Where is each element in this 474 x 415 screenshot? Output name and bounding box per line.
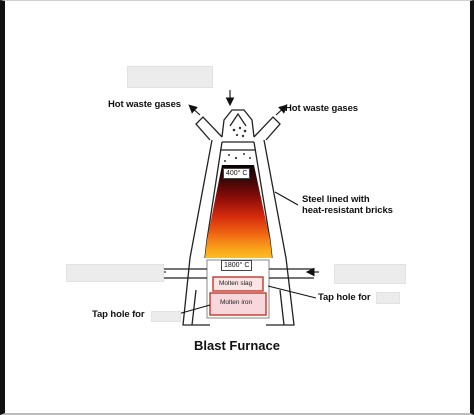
tap-hole-right-label: Tap hole for: [318, 292, 371, 303]
temperature-bottom-label: 1800° C: [221, 260, 253, 271]
molten-iron-label: Molten iron: [220, 299, 253, 306]
diagram-title: Blast Furnace: [194, 338, 280, 353]
waste-gas-right-label: Hot waste gases: [285, 103, 358, 114]
temperature-top-label: 400° C: [223, 168, 251, 179]
furnace-top: [195, 109, 281, 151]
lining-label-line2: heat-resistant bricks: [302, 205, 393, 216]
furnace-heat-zone: [205, 165, 272, 258]
right-input-blank[interactable]: [334, 264, 406, 284]
molten-iron-layer: [209, 292, 267, 316]
molten-slag-layer: [212, 276, 264, 292]
charge-particles: [224, 126, 251, 162]
tap-hole-left-label: Tap hole for: [92, 309, 145, 320]
tap-hole-left-blank[interactable]: [151, 311, 181, 322]
tap-hole-right-blank[interactable]: [376, 292, 400, 304]
arrows: [145, 90, 319, 315]
lining-label-line1: Steel lined with: [302, 194, 370, 205]
top-input-blank[interactable]: [127, 66, 213, 88]
waste-gas-left-label: Hot waste gases: [108, 99, 181, 110]
molten-slag-label: Molten slag: [219, 280, 253, 287]
left-input-blank[interactable]: [66, 264, 164, 282]
